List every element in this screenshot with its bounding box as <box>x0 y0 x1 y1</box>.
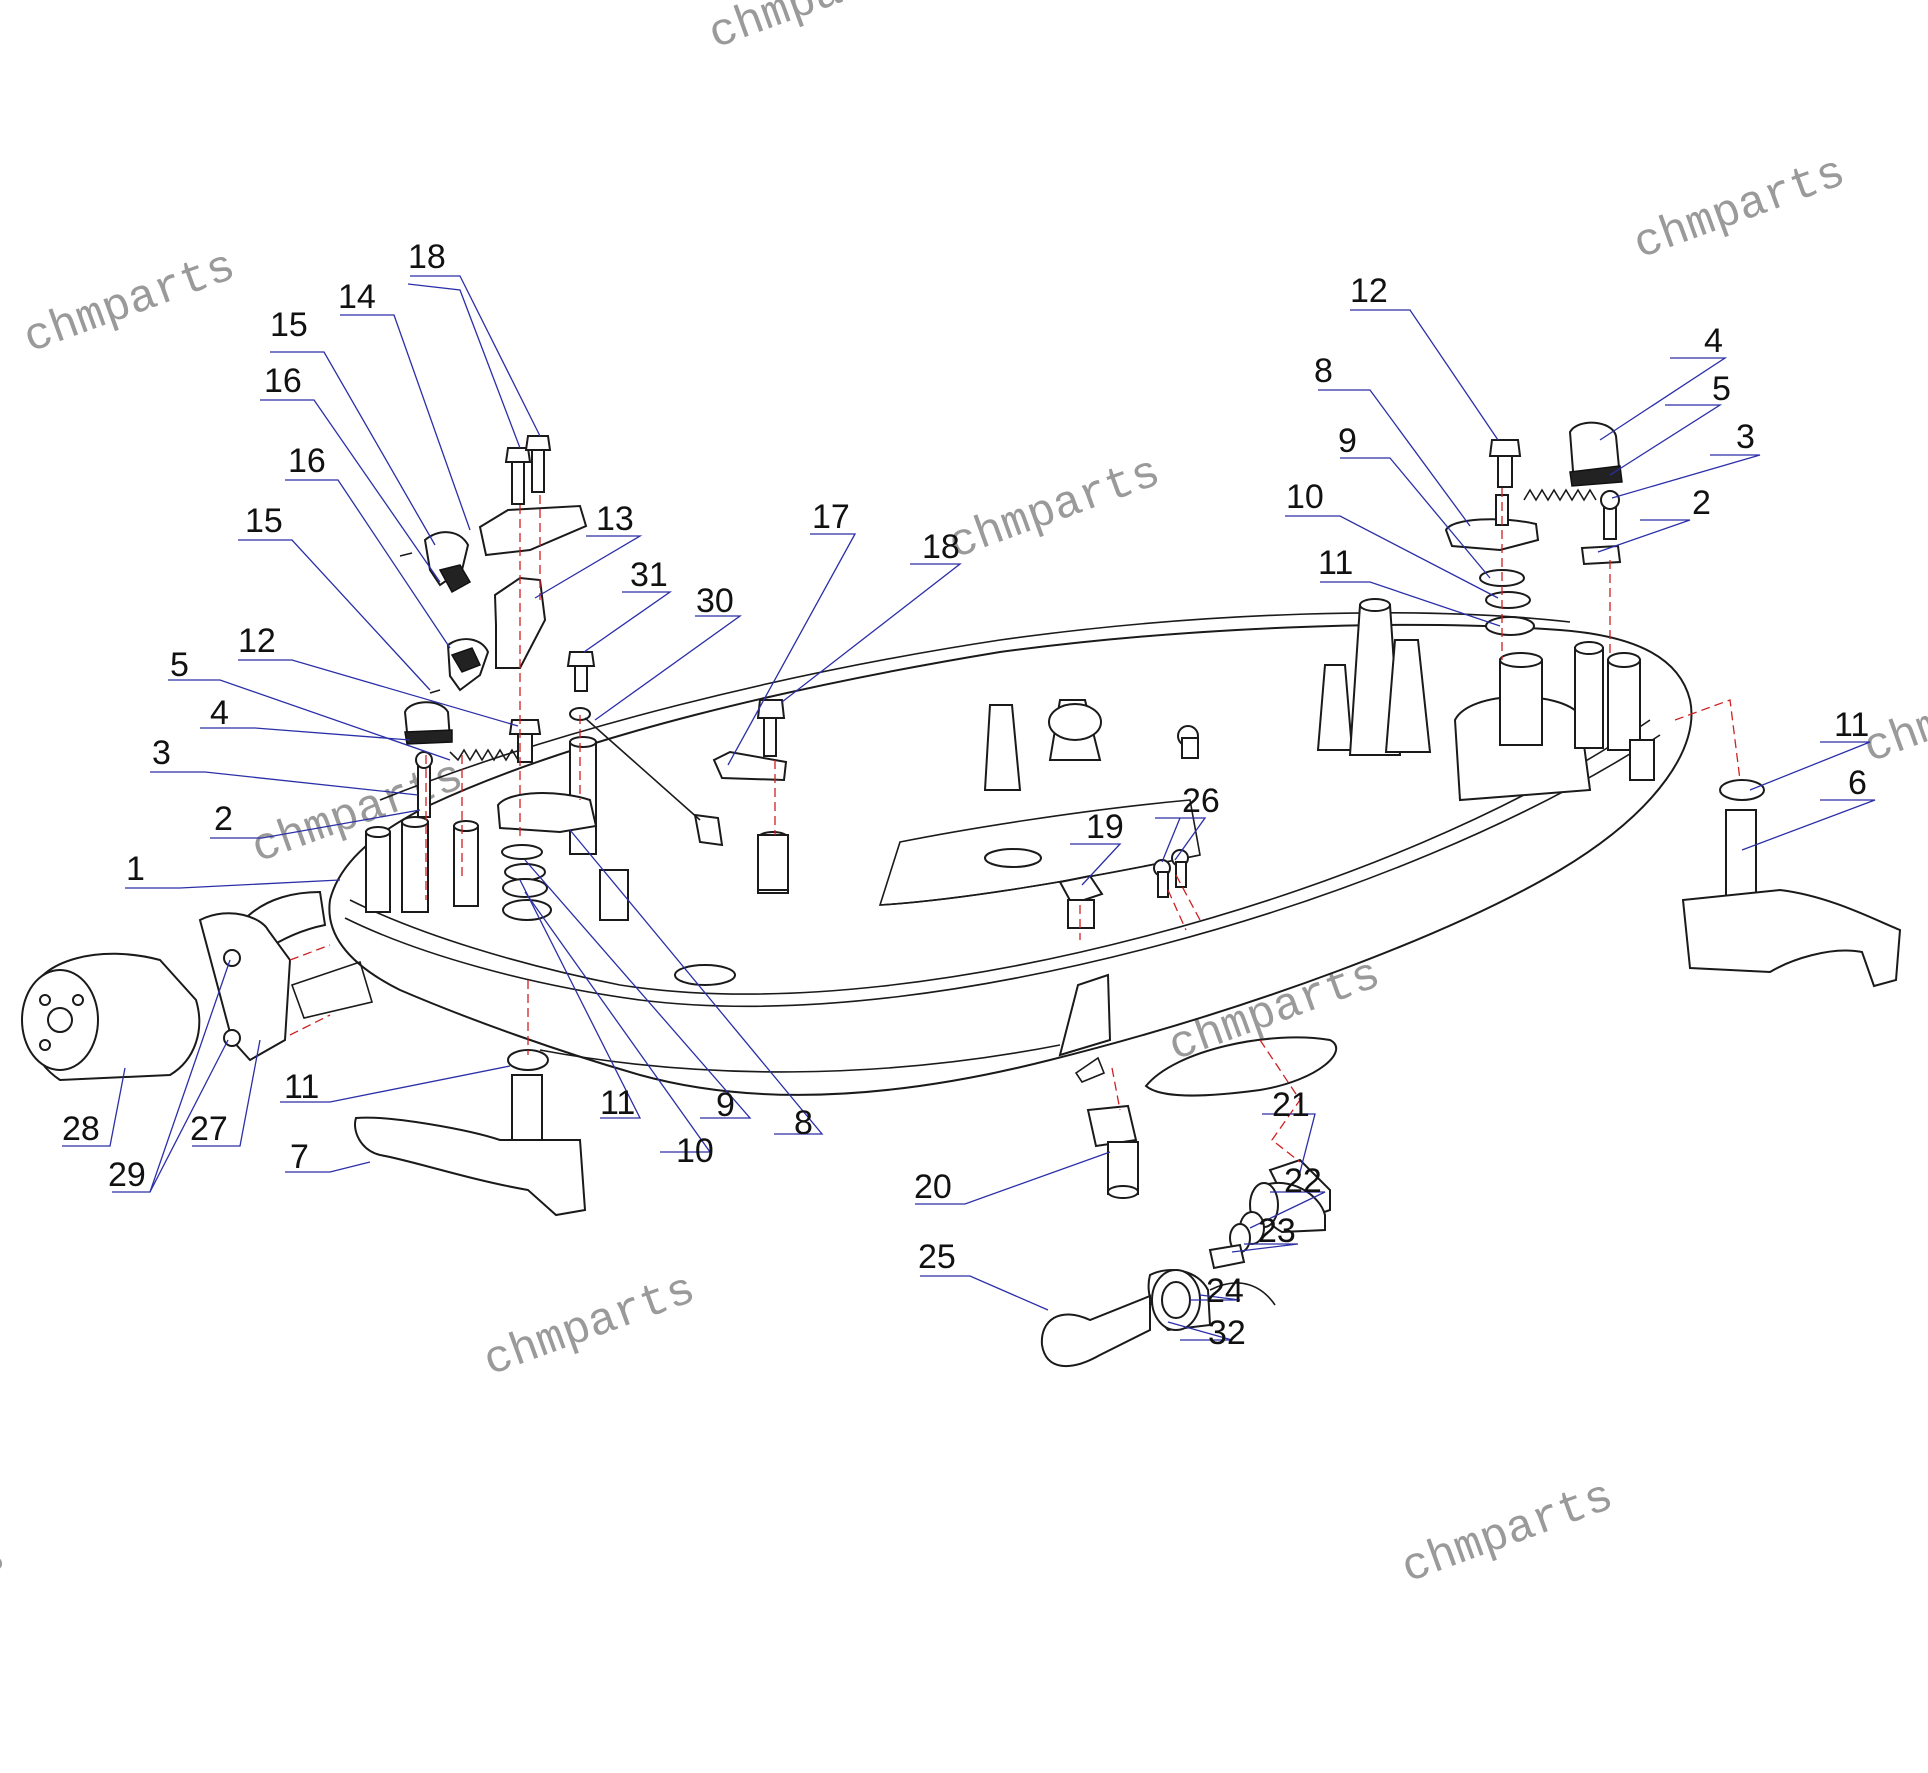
watermark: chmparts <box>702 0 927 61</box>
callout-5-right: 5 <box>1712 370 1731 408</box>
callout-13: 13 <box>596 500 634 538</box>
callout-1: 1 <box>126 850 145 888</box>
leader-lines <box>62 275 1876 1341</box>
handle-6 <box>1681 779 1902 988</box>
callout-10-right: 10 <box>1286 478 1324 516</box>
callout-24: 24 <box>1206 1272 1244 1310</box>
callout-2-right: 2 <box>1692 484 1711 522</box>
callout-21: 21 <box>1272 1086 1310 1124</box>
callout-26: 26 <box>1182 782 1220 820</box>
callout-15-lower: 15 <box>245 502 283 540</box>
center-lever-17 <box>712 699 789 891</box>
callout-11-far-right: 11 <box>1834 706 1869 744</box>
callout-22: 22 <box>1284 1162 1322 1200</box>
watermark: chmparts <box>942 447 1167 571</box>
callout-14: 14 <box>338 278 376 316</box>
watermark: chmparts <box>1395 1471 1620 1595</box>
callout-12-right: 12 <box>1350 272 1388 310</box>
callout-4-left: 4 <box>210 694 229 732</box>
hook-16-dark-lower <box>450 647 482 673</box>
lever-8-right <box>1444 518 1540 552</box>
callout-9-left: 9 <box>716 1086 735 1124</box>
left-latch-assembly <box>399 435 724 921</box>
callout-29: 29 <box>108 1156 146 1194</box>
callout-18-center: 18 <box>922 528 960 566</box>
callout-11-right: 11 <box>1318 544 1353 582</box>
callout-9-right: 9 <box>1338 422 1357 460</box>
assembly-axes <box>289 488 1741 1163</box>
handle-7 <box>354 1049 587 1217</box>
callout-2-left: 2 <box>214 800 233 838</box>
grommet-28 <box>21 912 292 1082</box>
callout-32: 32 <box>1208 1314 1246 1352</box>
callout-31: 31 <box>630 556 668 594</box>
lower-cowling <box>246 598 1693 1097</box>
lever-8-left <box>496 792 598 834</box>
fitting-20 <box>1086 1104 1138 1148</box>
watermark: chmparts <box>1627 147 1852 271</box>
callout-5-left: 5 <box>170 646 189 684</box>
callout-3-right: 3 <box>1736 418 1755 456</box>
watermark: chmparts <box>17 241 242 365</box>
callout-3-left: 3 <box>152 734 171 772</box>
callout-19: 19 <box>1086 808 1124 846</box>
callout-8-left: 8 <box>794 1104 813 1142</box>
callout-11-left: 11 <box>600 1084 635 1122</box>
callout-4-right: 4 <box>1704 322 1723 360</box>
callout-27: 27 <box>190 1110 228 1148</box>
callout-7: 7 <box>290 1138 309 1176</box>
small-fittings <box>1058 849 1189 1199</box>
hook-16-dark-upper <box>438 564 472 594</box>
callout-23: 23 <box>1258 1212 1296 1250</box>
latch-plate-14 <box>478 504 588 557</box>
callout-16-lower: 16 <box>288 442 326 480</box>
right-latch-assembly <box>1444 421 1623 636</box>
callout-6: 6 <box>1848 764 1867 802</box>
callout-30: 30 <box>696 582 734 620</box>
watermark: chmparts <box>477 1264 702 1388</box>
callout-20: 20 <box>914 1168 952 1206</box>
spring-5-right <box>1523 488 1597 502</box>
watermark: chmparts <box>0 1531 12 1655</box>
callout-labels: 1 2 3 4 5 12 15 16 16 15 14 18 13 31 30 … <box>62 238 1869 1352</box>
callout-12-left: 12 <box>238 622 276 660</box>
grommet-19 <box>1058 874 1104 906</box>
callout-10-left: 10 <box>676 1132 714 1170</box>
callout-17: 17 <box>812 498 850 536</box>
callout-28: 28 <box>62 1110 100 1148</box>
callout-25: 25 <box>918 1238 956 1276</box>
flush-connector-assembly <box>1040 1158 1331 1368</box>
callout-18-upper: 18 <box>408 238 446 276</box>
bolt-18-left <box>504 435 552 505</box>
callout-15-upper: 15 <box>270 306 308 344</box>
callout-11-bottom: 11 <box>284 1068 319 1106</box>
callout-8-right: 8 <box>1314 352 1333 390</box>
callout-16-upper: 16 <box>264 362 302 400</box>
